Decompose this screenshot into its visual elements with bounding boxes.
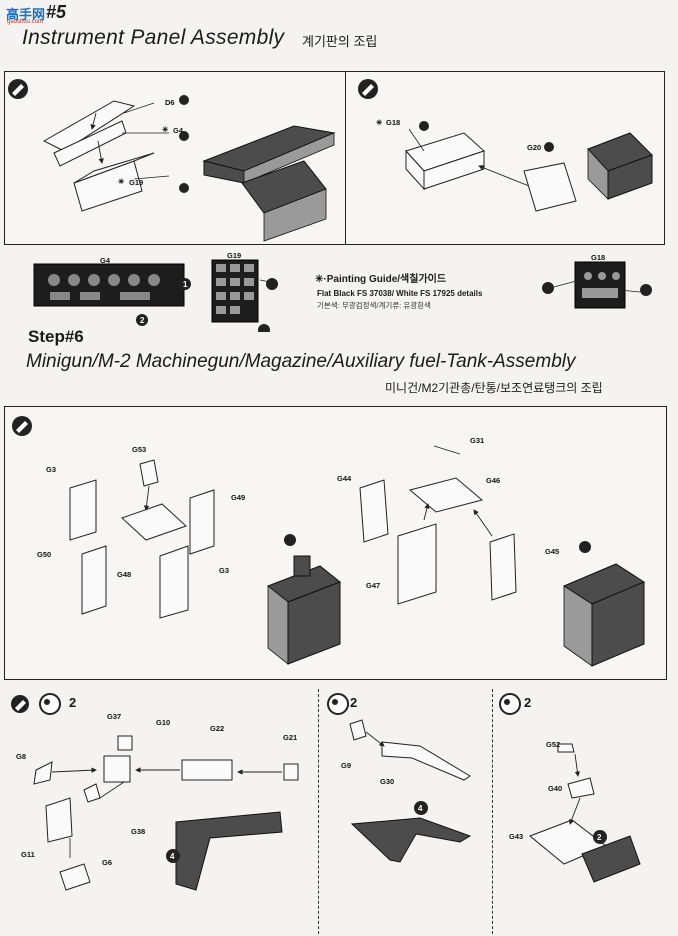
watermark-logo: 高手网	[6, 7, 46, 22]
callout-4-minigun: 4	[170, 852, 175, 861]
painting-guide-colors: Flat Black FS 37038/ White FS 17925 deta…	[317, 289, 483, 298]
callout-4-m2: 4	[418, 804, 423, 813]
glue-icon	[11, 695, 29, 713]
step5-illustration	[8, 79, 653, 242]
step6-title-ko: 미니건/M2기관총/탄통/보조연료탱크의 조립	[385, 381, 603, 395]
painting-guide-heading: ✳·Painting Guide/색칠가이드	[315, 270, 446, 285]
part-g8-label: G8	[16, 752, 27, 761]
part-g11-label: G11	[21, 850, 35, 859]
part-g50-label: G50	[37, 550, 52, 559]
part-g19-label: G19	[129, 178, 144, 187]
step6-title: Minigun/M-2 Machinegun/Magazine/Auxiliar…	[26, 351, 576, 372]
bottom-qty-b: 2	[350, 695, 358, 710]
bottom-divider-1	[318, 689, 319, 934]
part-g44-label: G44	[337, 474, 352, 483]
part-g19-asterisk: ✳	[118, 177, 125, 186]
watermark-url: gaoshou.com	[7, 19, 44, 25]
part-g53-label: G53	[132, 445, 147, 454]
part-g40-label: G40	[548, 784, 563, 793]
part-g45-label: G45	[545, 547, 560, 556]
bottom-divider-2	[492, 689, 493, 934]
part-g20-label: G20	[527, 143, 542, 152]
guide-g18-label: G18	[591, 253, 606, 262]
callout-2-mount: 2	[597, 833, 602, 842]
bottom-illustration	[11, 693, 641, 891]
part-g48-label: G48	[117, 570, 132, 579]
bottom-qty-a: 2	[69, 695, 77, 710]
paint-pot-icon	[327, 693, 349, 715]
bottom-qty-c: 2	[524, 695, 532, 710]
step6-illustration	[12, 416, 646, 667]
part-g4-label: G4	[173, 126, 184, 135]
part-g21-label: G21	[283, 733, 298, 742]
step5-title: Instrument Panel Assembly	[22, 26, 285, 49]
part-g31-label: G31	[470, 436, 485, 445]
guide-g4-label: G4	[100, 256, 111, 265]
part-g4-asterisk: ✳	[162, 125, 169, 134]
glue-icon	[12, 416, 32, 436]
part-g30-label: G30	[380, 777, 395, 786]
painting-guide-illustration	[33, 259, 652, 332]
part-g52-label: G52	[546, 740, 561, 749]
paint-pot-icon	[499, 693, 521, 715]
part-d6-label: D6	[165, 98, 175, 107]
step5-title-ko: 계기판의 조립	[302, 34, 378, 49]
step5-divider	[345, 72, 346, 244]
part-g46-label: G46	[486, 476, 501, 485]
asterisk-icon: ✳·	[315, 274, 327, 285]
part-g47-label: G47	[366, 581, 381, 590]
part-g18-asterisk: ✳	[376, 118, 383, 127]
guide-callout-2: 2	[140, 316, 145, 325]
step5-panel	[4, 71, 665, 245]
guide-g19-label: G19	[227, 251, 242, 260]
part-g38-label: G38	[131, 827, 146, 836]
part-g3-label: G3	[46, 465, 57, 474]
part-g37-label: G37	[107, 712, 122, 721]
painting-guide-colors-ko: 기본색: 무광검정색/계기류: 유광흰색	[317, 301, 431, 310]
step6-label: Step#6	[28, 327, 84, 346]
step5-label: #5	[46, 2, 67, 22]
glue-icon	[8, 79, 28, 99]
paint-pot-icon	[39, 693, 61, 715]
part-g22-label: G22	[210, 724, 225, 733]
part-g9-label: G9	[341, 761, 352, 770]
part-g18-label: G18	[386, 118, 401, 127]
part-g6-label: G6	[102, 858, 113, 867]
guide-callout-1: 1	[183, 280, 188, 289]
part-g43-label: G43	[509, 832, 524, 841]
part-g10-label: G10	[156, 718, 171, 727]
painting-guide-title: Painting Guide/색칠가이드	[326, 274, 447, 285]
part-g3b-label: G3	[219, 566, 230, 575]
part-g49-label: G49	[231, 493, 246, 502]
glue-icon	[358, 79, 378, 99]
